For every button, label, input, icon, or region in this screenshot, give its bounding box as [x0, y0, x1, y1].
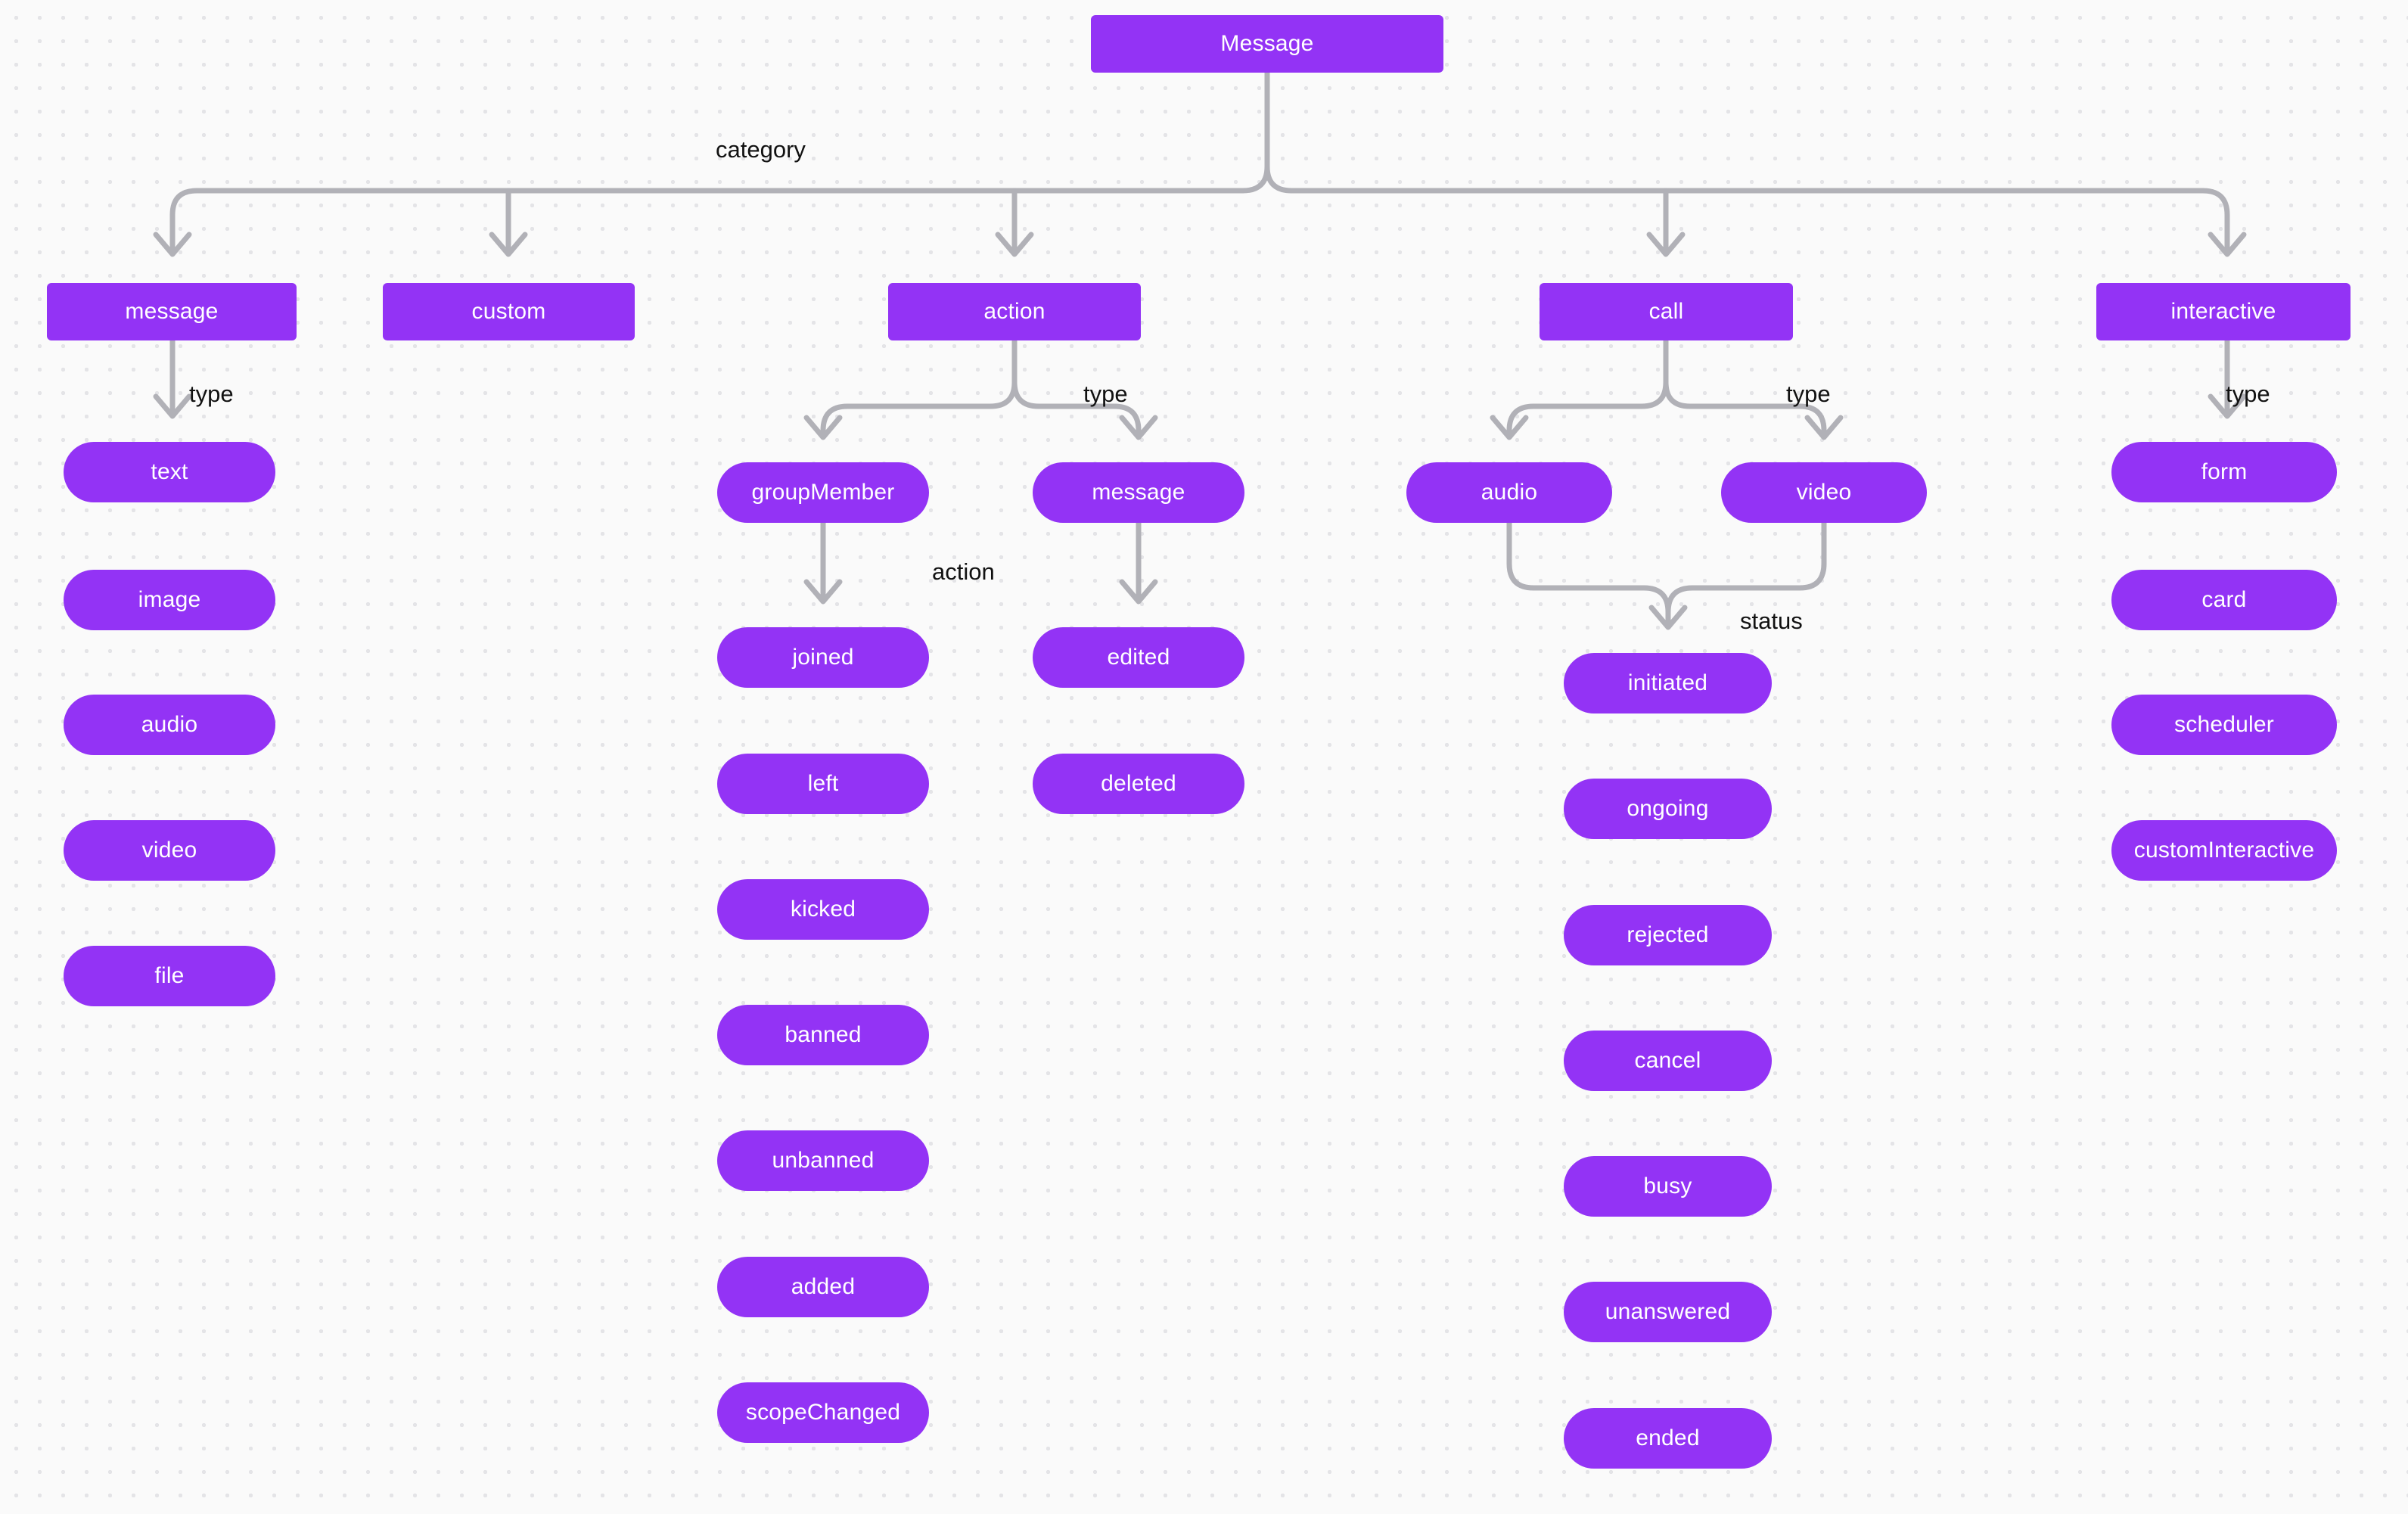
- node-category-custom[interactable]: custom: [383, 283, 635, 340]
- arrowhead-action-message: [1119, 415, 1158, 440]
- node-message-root[interactable]: Message: [1091, 15, 1443, 73]
- node-group-unbanned[interactable]: unbanned: [717, 1130, 929, 1191]
- edge-action-stem: [820, 337, 1018, 439]
- arrowhead-message-edited: [1119, 579, 1158, 605]
- edge-root-stem: [1264, 70, 2230, 254]
- node-label: edited: [1107, 645, 1170, 670]
- node-label: audio: [1481, 480, 1538, 505]
- node-label: unanswered: [1605, 1299, 1731, 1324]
- edge-root-bus-left: [169, 163, 1270, 254]
- edge-label-label-action-group: action: [932, 558, 995, 585]
- edge-label-label-category: category: [716, 136, 806, 163]
- node-msgaction-deleted[interactable]: deleted: [1033, 754, 1244, 814]
- edge-label-label-status-call: status: [1740, 608, 1803, 634]
- node-message-file[interactable]: file: [64, 946, 275, 1006]
- node-label: call: [1648, 299, 1684, 324]
- node-label: added: [791, 1274, 856, 1299]
- edge-root-fanout: [153, 70, 2247, 257]
- node-interactive-form[interactable]: form: [2111, 442, 2337, 502]
- node-label: rejected: [1627, 922, 1709, 947]
- node-call-video[interactable]: video: [1721, 462, 1927, 523]
- node-category-action[interactable]: action: [888, 283, 1141, 340]
- node-label: card: [2201, 587, 2247, 612]
- node-label: scheduler: [2174, 712, 2274, 737]
- arrowhead-category-action: [995, 232, 1034, 257]
- node-group-added[interactable]: added: [717, 1257, 929, 1317]
- node-label: message: [125, 299, 219, 324]
- node-status-rejected[interactable]: rejected: [1564, 905, 1772, 965]
- arrowhead-status-initiated: [1648, 605, 1688, 630]
- node-label: kicked: [790, 897, 856, 922]
- edge-label-label-type-action: type: [1083, 381, 1128, 407]
- node-status-initiated[interactable]: initiated: [1564, 653, 1772, 713]
- node-label: banned: [785, 1022, 862, 1047]
- node-label: custom: [471, 299, 546, 324]
- node-label: unbanned: [772, 1148, 875, 1173]
- edge-label-label-type-call: type: [1786, 381, 1831, 407]
- node-interactive-scheduler[interactable]: scheduler: [2111, 695, 2337, 755]
- edge-call-stem-left: [1506, 337, 1669, 439]
- edge-label-label-type-interactive: type: [2226, 381, 2270, 407]
- arrowhead-action-groupmember: [803, 415, 843, 440]
- node-label: cancel: [1634, 1048, 1701, 1073]
- node-group-banned[interactable]: banned: [717, 1005, 929, 1065]
- node-status-unanswered[interactable]: unanswered: [1564, 1282, 1772, 1342]
- node-label: ongoing: [1627, 796, 1709, 821]
- node-group-joined[interactable]: joined: [717, 627, 929, 688]
- arrowhead-category-call: [1646, 232, 1686, 257]
- node-label: ended: [1636, 1425, 1700, 1450]
- node-label: audio: [141, 712, 198, 737]
- node-status-cancel[interactable]: cancel: [1564, 1031, 1772, 1091]
- arrowhead-groupmember-joined: [803, 579, 843, 605]
- edge-message-type: [153, 337, 192, 419]
- node-label: initiated: [1627, 670, 1708, 695]
- node-interactive-custominteractive[interactable]: customInteractive: [2111, 820, 2337, 881]
- node-message-audio[interactable]: audio: [64, 695, 275, 755]
- node-group-kicked[interactable]: kicked: [717, 879, 929, 940]
- node-group-left[interactable]: left: [717, 754, 929, 814]
- arrowhead-category-interactive: [2208, 232, 2247, 257]
- node-message-video[interactable]: video: [64, 820, 275, 881]
- node-label: form: [2201, 459, 2248, 484]
- edge-label-label-type-message: type: [189, 381, 234, 407]
- node-label: video: [1796, 480, 1852, 505]
- node-label: text: [151, 459, 188, 484]
- edge-audio-status-line: [1506, 520, 1671, 629]
- node-label: groupMember: [751, 480, 895, 505]
- node-label: left: [807, 771, 839, 796]
- node-msgaction-edited[interactable]: edited: [1033, 627, 1244, 688]
- node-status-ongoing[interactable]: ongoing: [1564, 779, 1772, 839]
- node-label: action: [983, 299, 1046, 324]
- node-label: message: [1092, 480, 1185, 505]
- node-call-audio[interactable]: audio: [1406, 462, 1612, 523]
- arrowhead-message-text: [153, 393, 192, 419]
- arrowhead-category-custom: [489, 232, 528, 257]
- node-action-groupmember[interactable]: groupMember: [717, 462, 929, 523]
- node-label: deleted: [1101, 771, 1176, 796]
- arrowhead-call-audio: [1490, 415, 1529, 440]
- node-category-call[interactable]: call: [1540, 283, 1793, 340]
- node-label: customInteractive: [2133, 838, 2315, 863]
- node-action-message[interactable]: message: [1033, 462, 1244, 523]
- node-label: video: [141, 838, 197, 863]
- node-label: image: [138, 587, 201, 612]
- node-category-interactive[interactable]: interactive: [2096, 283, 2351, 340]
- node-category-message[interactable]: message: [47, 283, 297, 340]
- arrowhead-call-video: [1804, 415, 1844, 440]
- node-label: file: [154, 963, 185, 988]
- node-label: scopeChanged: [745, 1400, 901, 1425]
- node-message-text[interactable]: text: [64, 442, 275, 502]
- node-message-image[interactable]: image: [64, 570, 275, 630]
- node-group-scopechanged[interactable]: scopeChanged: [717, 1382, 929, 1443]
- node-interactive-card[interactable]: card: [2111, 570, 2337, 630]
- node-label: interactive: [2170, 299, 2276, 324]
- node-label: joined: [792, 645, 854, 670]
- node-label: Message: [1220, 31, 1314, 56]
- node-status-busy[interactable]: busy: [1564, 1156, 1772, 1217]
- arrowhead-category-message: [153, 232, 192, 257]
- node-label: busy: [1643, 1174, 1692, 1198]
- node-status-ended[interactable]: ended: [1564, 1408, 1772, 1469]
